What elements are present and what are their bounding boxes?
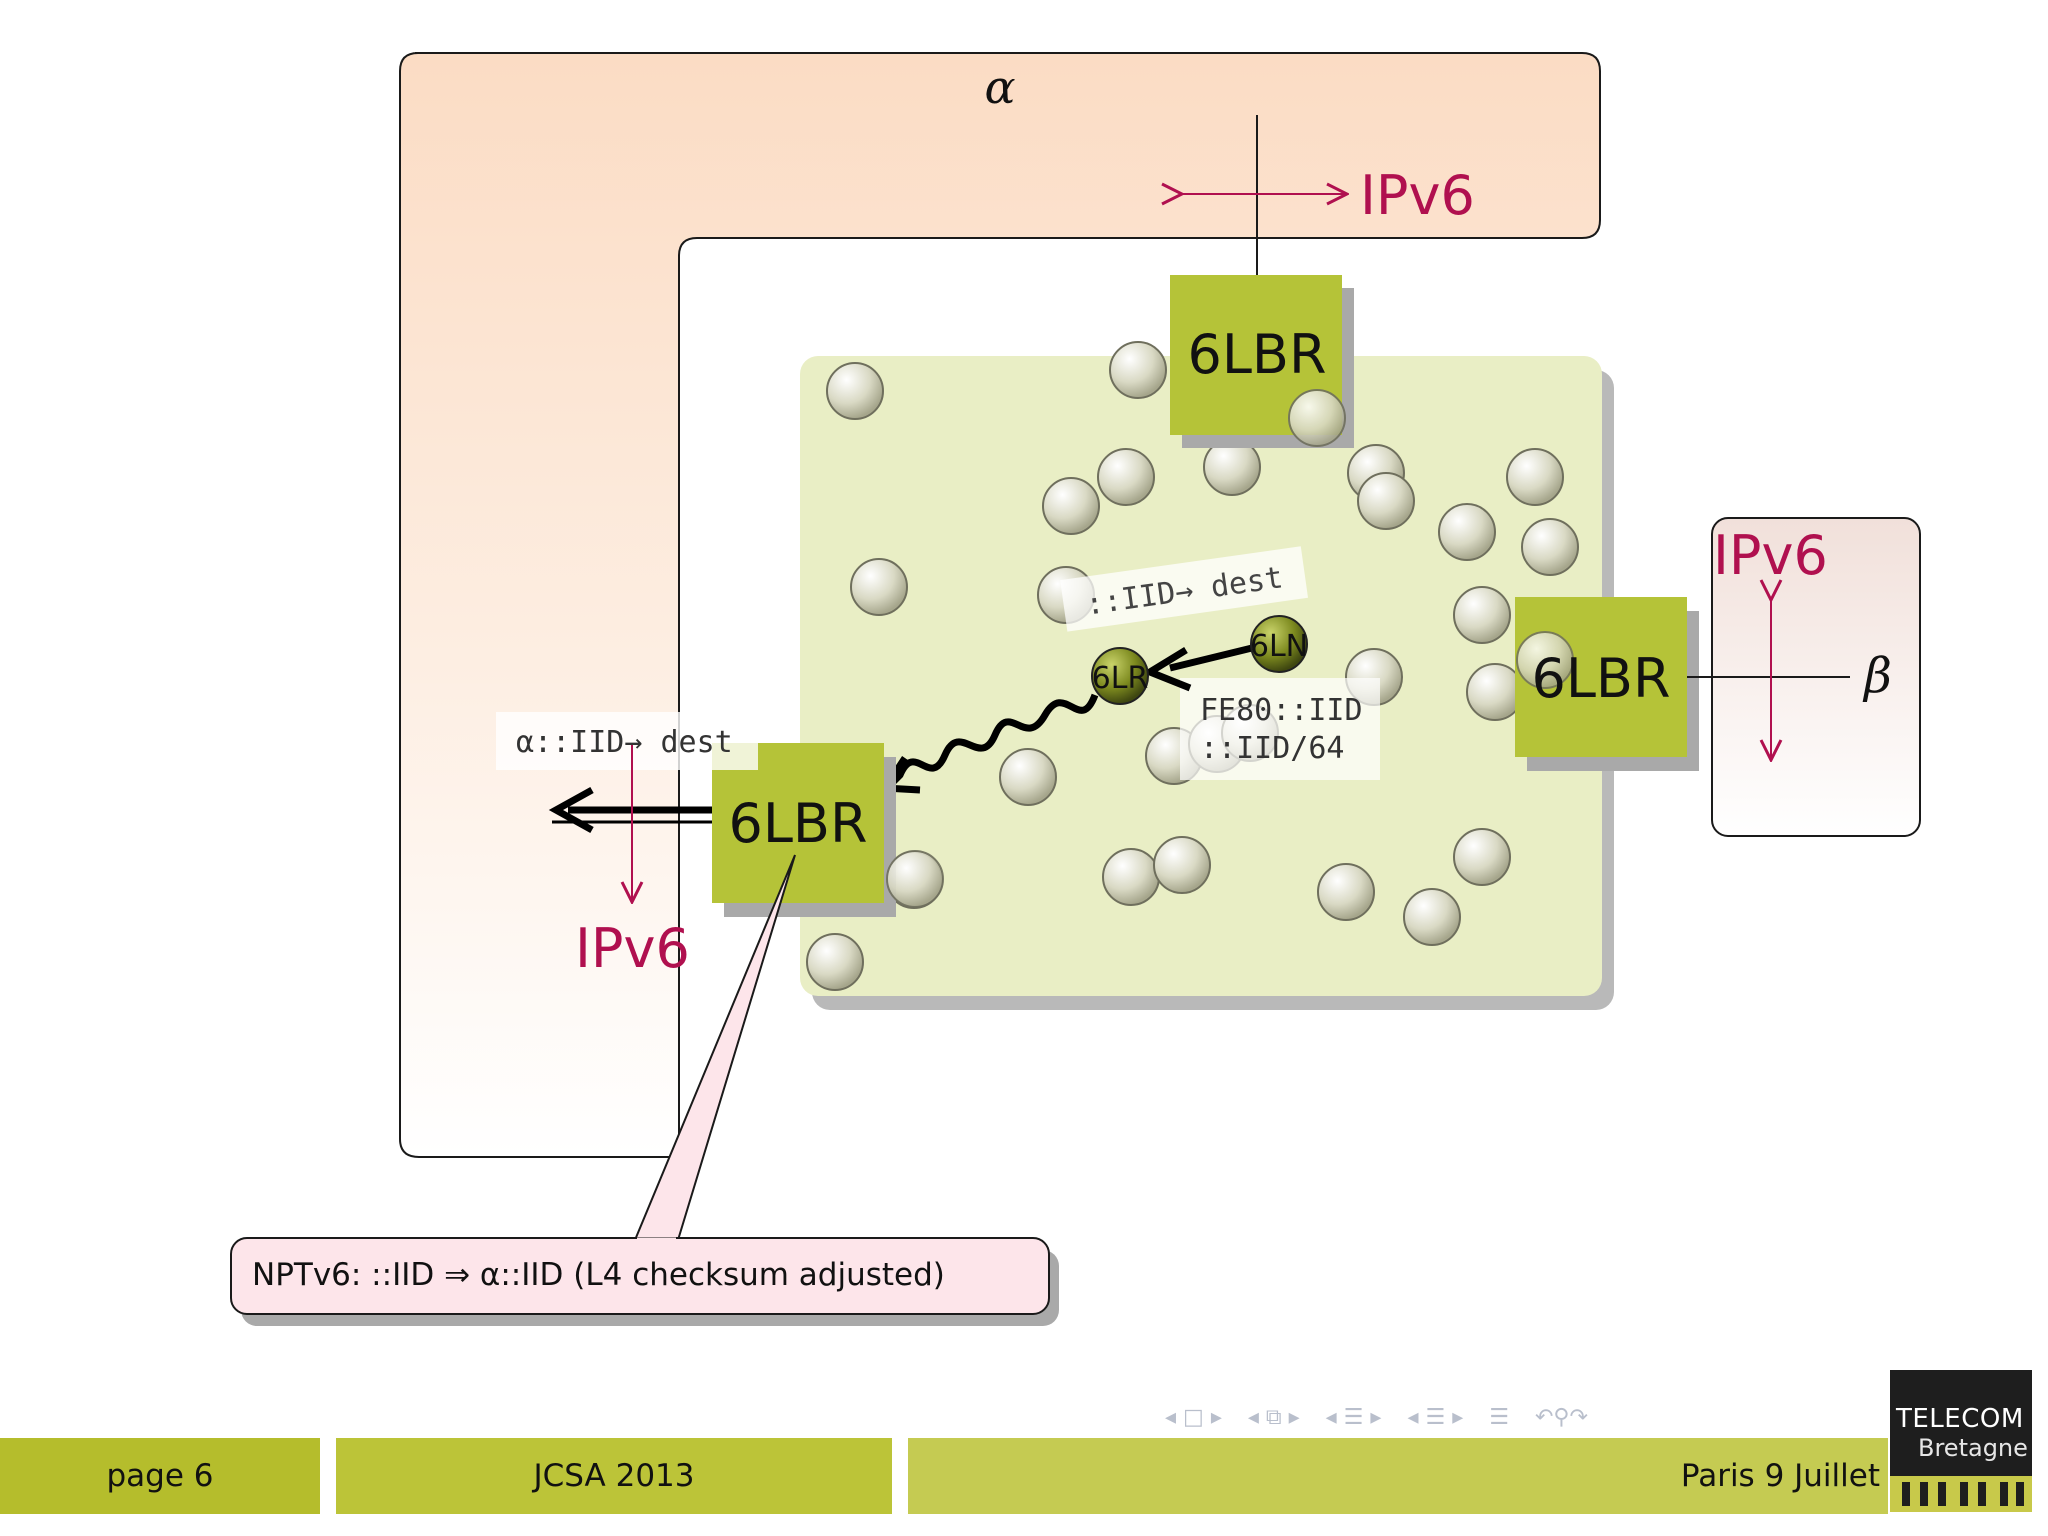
arrow-6ln-to-6lr-head (1142, 647, 1192, 692)
node-6ln (1250, 615, 1308, 673)
node-ball (1403, 888, 1461, 946)
alpha-dest-label: α::IID→ dest (516, 725, 733, 760)
footer-page-section: page 6 (0, 1438, 320, 1514)
node-ball (1102, 848, 1160, 906)
ipv6-label-left: IPv6 (575, 917, 690, 980)
fe80-label-line2: ::IID/64 (1200, 731, 1345, 766)
footer-event-section: JCSA 2013 (336, 1438, 892, 1514)
region-beta-label: β (1862, 648, 1892, 704)
nav-prev-arrow-icon[interactable]: ◂ □ ▸ (1165, 1405, 1222, 1430)
search-icon[interactable]: ↶⚲↷ (1534, 1405, 1588, 1430)
logo-line2: Bretagne (1918, 1434, 2028, 1462)
node-ball (850, 558, 908, 616)
node-ball (1521, 518, 1579, 576)
router-top-label: 6LBR (1187, 323, 1326, 386)
node-ball (1516, 631, 1574, 689)
router-right-label: 6LBR (1531, 647, 1670, 710)
outline-icon[interactable]: ☰ (1489, 1405, 1509, 1430)
arrow-6ln-to-6lr (1169, 644, 1253, 672)
subsection-icon[interactable]: ◂ ☰ ▸ (1407, 1405, 1464, 1430)
node-ball (1042, 477, 1100, 535)
section-icon[interactable]: ◂ ☰ ▸ (1325, 1405, 1382, 1430)
node-6ln-label: 6LN (1250, 629, 1308, 664)
footer-place-section: Paris 9 Juillet (908, 1438, 1888, 1514)
node-ball (999, 748, 1057, 806)
fe80-label-line1: FE80::IID (1200, 693, 1363, 728)
callout-text: NPTv6: ::IID ⇒ α::IID (L4 checksum adjus… (252, 1257, 945, 1293)
node-ball (1317, 863, 1375, 921)
node-6lr (1091, 647, 1149, 705)
node-ball (1288, 389, 1346, 447)
telecom-bretagne-logo: TELECOM Bretagne (1890, 1370, 2032, 1512)
footer-place-date: Paris 9 Juillet (1680, 1458, 1880, 1494)
beamer-navigation: ◂ □ ▸ ◂ ⧉ ▸ ◂ ☰ ▸ ◂ ☰ ▸ ☰ ↶⚲↷ (1165, 1405, 1588, 1430)
router-left-label: 6LBR (728, 792, 867, 855)
node-ball (1453, 828, 1511, 886)
node-ball (826, 362, 884, 420)
node-ball (806, 933, 864, 991)
region-alpha-label: α (984, 60, 1015, 114)
node-ball (1466, 663, 1524, 721)
node-ball (1506, 448, 1564, 506)
node-ball (1357, 472, 1415, 530)
footer-page-number: page 6 (106, 1458, 214, 1494)
logo-line1: TELECOM (1896, 1404, 2024, 1434)
wireless-link-wave (887, 693, 1099, 788)
region-alpha (399, 52, 1601, 1158)
node-ball (1438, 503, 1496, 561)
footer-event-name: JCSA 2013 (533, 1458, 695, 1494)
node-ball (886, 850, 944, 908)
node-ball (1153, 836, 1211, 894)
fe80-tag (1180, 678, 1380, 780)
node-6lr-label: 6LR (1092, 661, 1149, 696)
alpha-dest-tag (496, 712, 758, 770)
node-ball (1097, 448, 1155, 506)
logo-stripe (1890, 1476, 2032, 1512)
ipv6-label-top: IPv6 (1360, 164, 1475, 227)
node-ball (1109, 341, 1167, 399)
node-ball (1453, 586, 1511, 644)
frame-icon[interactable]: ◂ ⧉ ▸ (1247, 1405, 1300, 1430)
ipv6-label-right: IPv6 (1713, 524, 1828, 587)
